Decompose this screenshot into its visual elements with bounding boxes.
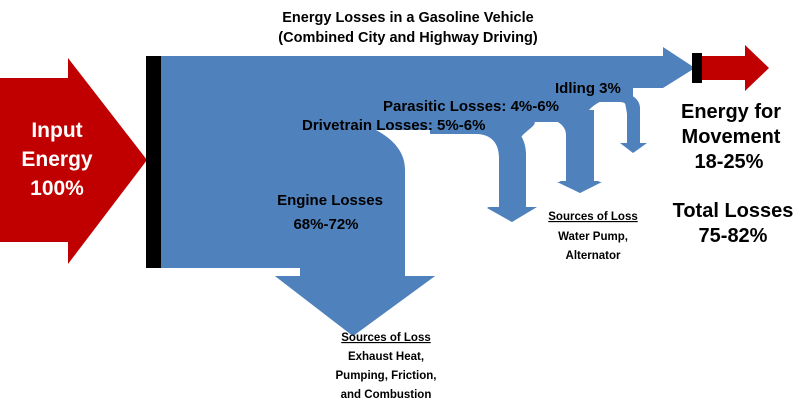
input-label-line-2: Energy [21,148,93,171]
movement-line-1: Energy for [681,101,781,123]
idling-label: Idling 3% [555,80,621,97]
movement-line-2: Movement [682,126,781,148]
parasitic-arrow [515,106,600,193]
engine-label-line-1: Engine Losses [277,192,383,209]
parasitic-sources-line-1: Water Pump, [558,231,628,243]
parasitic-sources-heading: Sources of Loss [548,211,637,223]
input-label-line-1: Input [31,119,82,142]
engine-sources-line-1: Exhaust Heat, [348,351,424,363]
title-line-1: Energy Losses in a Gasoline Vehicle [282,10,533,26]
engine-loss-arrow [160,130,435,336]
input-bar [146,56,161,268]
engine-sources-line-2: Pumping, Friction, [336,370,437,382]
drivetrain-label: Drivetrain Losses: 5%-6% [302,117,485,134]
idling-arrow [595,94,647,153]
total-losses-line-2: 75-82% [699,225,768,247]
parasitic-label: Parasitic Losses: 4%-6% [383,98,559,115]
output-bar [692,53,702,83]
engine-label-line-2: 68%-72% [293,216,358,233]
drivetrain-arrow [430,118,537,222]
input-label-line-3: 100% [30,177,84,200]
output-arrow [700,45,769,91]
parasitic-sources-line-2: Alternator [566,250,621,262]
movement-line-3: 18-25% [695,151,764,173]
total-losses-line-1: Total Losses [673,200,794,222]
input-arrow [0,58,147,264]
engine-sources-line-3: and Combustion [341,389,432,401]
title-line-2: (Combined City and Highway Driving) [278,30,538,46]
engine-sources-heading: Sources of Loss [341,332,430,344]
